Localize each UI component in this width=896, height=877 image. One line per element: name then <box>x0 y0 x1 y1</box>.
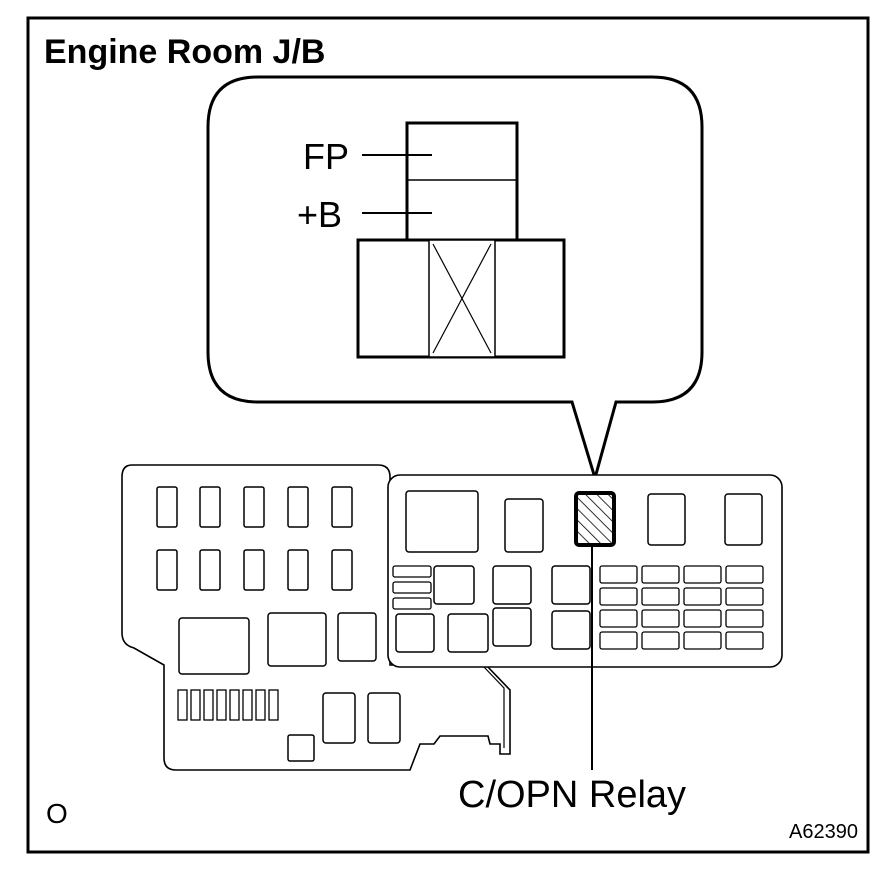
fuse <box>156 549 178 591</box>
right-fuse-grid <box>599 565 764 650</box>
figure-id: A62390 <box>789 821 858 843</box>
mini-fuse <box>255 689 266 721</box>
relay-slot <box>647 493 686 546</box>
relay-slot <box>337 612 377 662</box>
terminal-label-b: +B <box>297 194 342 235</box>
fuse <box>641 587 680 606</box>
diagram-title: Engine Room J/B <box>44 33 325 71</box>
mini-fuse <box>268 689 279 721</box>
relay-slot <box>492 565 532 605</box>
fuse <box>683 609 722 628</box>
fuse <box>331 549 353 591</box>
callout-bubble <box>206 75 704 484</box>
mini-fuse <box>203 689 214 721</box>
corner-mark: O <box>46 798 68 829</box>
relay-slot <box>178 617 250 675</box>
mini-fuse <box>392 597 432 610</box>
fuse <box>599 609 638 628</box>
fuse <box>683 631 722 650</box>
relay-slot <box>551 610 591 650</box>
relay-slot <box>395 613 435 653</box>
fuse <box>243 549 265 591</box>
relay-connector <box>356 121 566 359</box>
fuse <box>641 631 680 650</box>
relay-slot <box>367 692 401 744</box>
fuse <box>725 631 764 650</box>
fuse <box>683 565 722 584</box>
mini-fuse <box>392 565 432 578</box>
fuse <box>683 587 722 606</box>
relay-slot <box>433 565 475 605</box>
relay-slot <box>724 493 763 546</box>
mini-fuse-row <box>177 689 279 721</box>
fuse <box>599 631 638 650</box>
fuse <box>725 587 764 606</box>
relay-slot <box>322 692 356 744</box>
relay-label: C/OPN Relay <box>458 774 686 816</box>
mini-fuse <box>216 689 227 721</box>
fuse <box>641 565 680 584</box>
relay-slot <box>287 734 315 762</box>
fuse <box>725 609 764 628</box>
fuse <box>243 486 265 528</box>
relay-slot <box>504 498 544 553</box>
c-opn-relay-highlight <box>574 491 616 547</box>
fuse <box>331 486 353 528</box>
terminal-label-fp: FP <box>303 136 349 177</box>
relay-slot <box>405 490 479 553</box>
mini-fuse <box>229 689 240 721</box>
left-relay-slots <box>178 612 401 762</box>
relay-slot <box>551 565 591 605</box>
relay-slot <box>492 607 532 647</box>
mini-fuse <box>177 689 188 721</box>
relay-slot <box>447 613 489 653</box>
fuse <box>641 609 680 628</box>
mini-fuse <box>242 689 253 721</box>
mini-fuse <box>392 581 432 594</box>
fuse <box>287 549 309 591</box>
relay-slot <box>267 612 327 667</box>
fuse <box>156 486 178 528</box>
terminal-block <box>405 121 519 242</box>
fuse <box>199 486 221 528</box>
right-relay-slots <box>395 490 763 653</box>
mini-fuse <box>190 689 201 721</box>
fuse <box>725 565 764 584</box>
fuse <box>599 587 638 606</box>
fuse <box>287 486 309 528</box>
fuse <box>599 565 638 584</box>
fuse <box>199 549 221 591</box>
junction-block-left <box>121 464 511 771</box>
left-fuse-grid <box>156 486 353 591</box>
small-fuse-stack <box>392 565 432 610</box>
